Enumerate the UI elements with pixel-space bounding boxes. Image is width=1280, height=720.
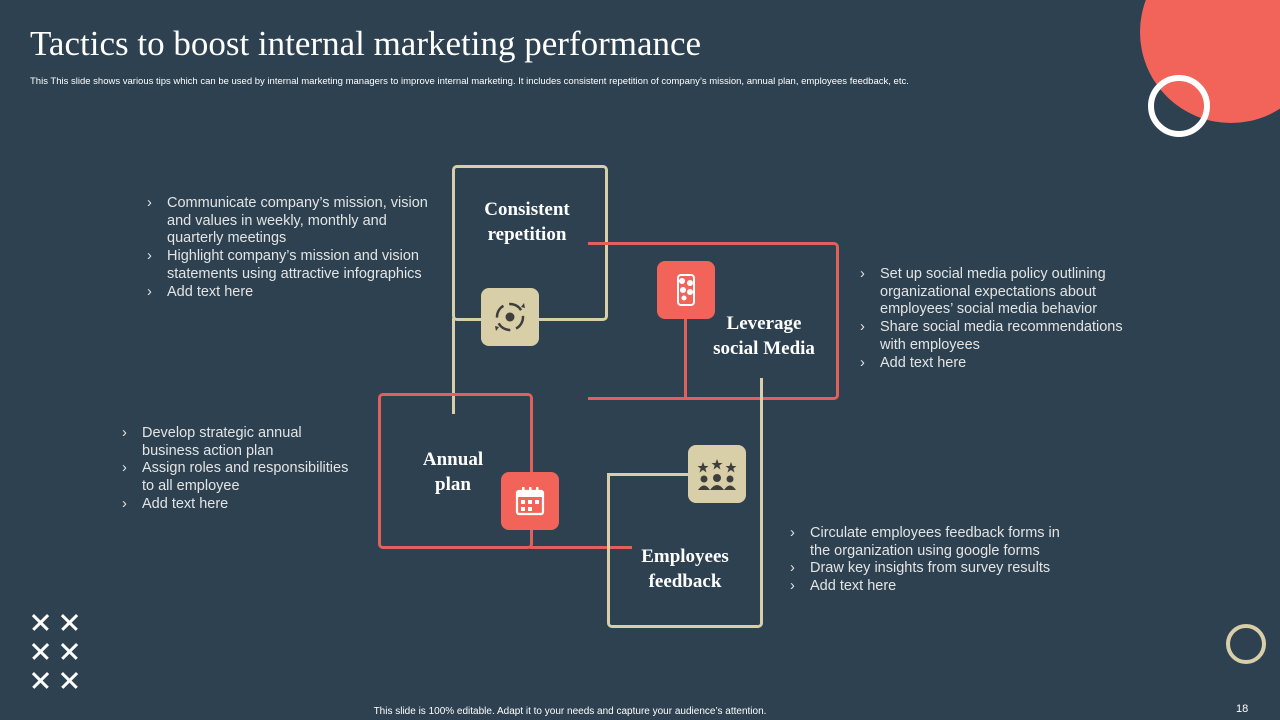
consistent-repetition-frame-tail [452, 318, 455, 414]
leverage-social-media-title: Leverage social Media [698, 311, 830, 361]
rating-group-icon [688, 445, 746, 503]
annual-plan-frame-tail [530, 546, 632, 549]
calendar-icon [501, 472, 559, 530]
decorative-beige-ring [1226, 624, 1266, 664]
title-line: Consistent [484, 199, 570, 220]
title-line: social Media [713, 338, 815, 359]
x-mark-icon [26, 637, 55, 666]
slide-subtitle: This This slide shows various tips which… [30, 76, 909, 87]
list-item: Share social media recommendations with … [860, 319, 1145, 354]
list-item: Draw key insights from survey results [790, 560, 1080, 578]
x-mark-icon [55, 637, 84, 666]
leverage-social-media-frame-left [684, 318, 687, 400]
consistent-repetition-title: Consistent repetition [457, 197, 597, 247]
list-item: Set up social media policy outlining org… [860, 266, 1145, 319]
list-item: Circulate employees feedback forms in th… [790, 525, 1080, 560]
x-mark-icon [26, 608, 55, 637]
list-item: Add text here [860, 355, 1145, 373]
x-mark-icon [26, 666, 55, 695]
list-item: Add text here [790, 578, 1080, 596]
consistent-repetition-bullets: Communicate company’s mission, vision an… [147, 195, 437, 301]
social-media-phone-icon [657, 261, 715, 319]
list-item: Add text here [147, 284, 437, 302]
employees-feedback-bullets: Circulate employees feedback forms in th… [790, 525, 1080, 596]
list-item: Highlight company’s mission and vision s… [147, 248, 437, 283]
leverage-social-media-frame [588, 242, 839, 400]
target-cycle-icon [481, 288, 539, 346]
employees-feedback-frame-riser [760, 378, 763, 478]
slide-title: Tactics to boost internal marketing perf… [30, 24, 702, 63]
title-line: plan [435, 474, 471, 495]
employees-feedback-title: Employees feedback [620, 544, 750, 594]
page-number: 18 [1236, 703, 1249, 715]
x-mark-icon [55, 608, 84, 637]
list-item: Communicate company’s mission, vision an… [147, 195, 437, 248]
list-item: Assign roles and responsibilities to all… [122, 460, 362, 495]
title-line: Annual [422, 449, 484, 470]
decorative-x-pattern [26, 608, 84, 695]
list-item: Add text here [122, 496, 362, 514]
title-line: repetition [487, 224, 567, 245]
title-line: feedback [648, 571, 722, 592]
employees-feedback-frame [607, 473, 763, 628]
annual-plan-title: Annual plan [398, 447, 508, 497]
annual-plan-bullets: Develop strategic annual business action… [122, 425, 362, 514]
x-mark-icon [55, 666, 84, 695]
title-line: Employees [641, 546, 729, 567]
annual-plan-frame [378, 393, 533, 549]
leverage-social-media-bullets: Set up social media policy outlining org… [860, 266, 1145, 372]
employees-feedback-frame-top [607, 473, 689, 476]
list-item: Develop strategic annual business action… [122, 425, 362, 460]
decorative-white-ring [1148, 75, 1210, 137]
footer-note: This slide is 100% editable. Adapt it to… [373, 706, 767, 717]
title-line: Leverage [726, 313, 802, 334]
